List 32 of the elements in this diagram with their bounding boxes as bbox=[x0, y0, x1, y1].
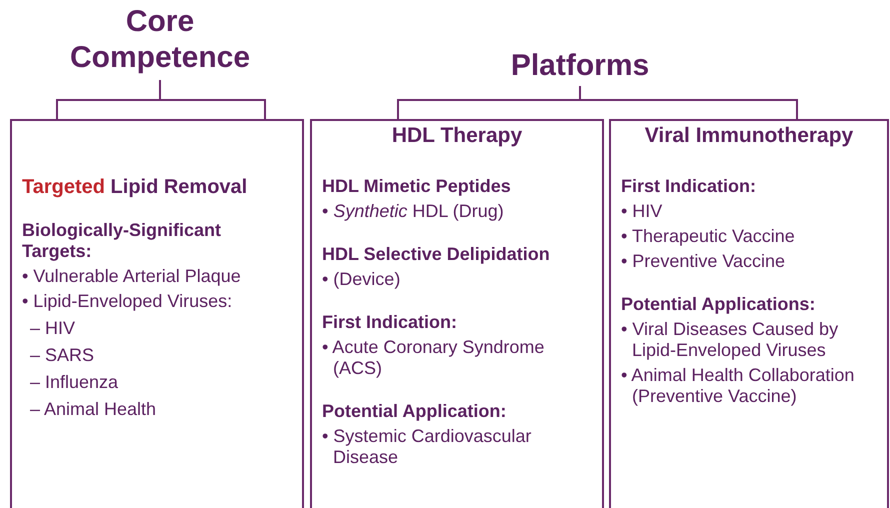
bullet-item: • HIV bbox=[621, 201, 664, 222]
bullet-item: • (Device) bbox=[322, 269, 402, 290]
subheading: HDL Mimetic Peptides bbox=[322, 176, 512, 197]
bullet-item: • Viral Diseases Caused by Lipid-Enveloped Viruses bbox=[621, 319, 840, 361]
bullet-item: • Therapeutic Vaccine bbox=[621, 226, 796, 247]
bullet-item: • Lipid-Enveloped Viruses: bbox=[22, 291, 234, 312]
sub-bullet-item: – SARS bbox=[29, 345, 96, 366]
sub-bullet-item: – Animal Health bbox=[29, 399, 158, 420]
panel-heading: HDL Therapy bbox=[390, 125, 524, 146]
panel-heading: Targeted Lipid Removal bbox=[22, 177, 248, 198]
sub-bullet-item: – Influenza bbox=[29, 372, 120, 393]
bracket-connector bbox=[579, 86, 798, 119]
subheading: Potential Applications: bbox=[621, 294, 816, 315]
bullet-item: • Vulnerable Arterial Plaque bbox=[22, 266, 242, 287]
platform-panel bbox=[10, 119, 304, 508]
subheading: First Indication: bbox=[322, 312, 458, 333]
subheading: HDL Selective Delipidation bbox=[322, 244, 551, 265]
platform-panel bbox=[310, 119, 604, 508]
subheading: First Indication: bbox=[621, 176, 757, 197]
subheading: Biologically-Significant Targets: bbox=[22, 220, 222, 262]
bullet-item: • Animal Health Collaboration (Preventive Vaccine) bbox=[621, 365, 856, 407]
bullet-item: • Systemic Cardiovascular Disease bbox=[322, 426, 532, 468]
section-heading: Core Competence bbox=[40, 4, 280, 76]
bullet-item: • Preventive Vaccine bbox=[621, 251, 786, 272]
bullet-item: • Acute Coronary Syndrome (ACS) bbox=[322, 337, 546, 379]
bracket-connector bbox=[56, 79, 266, 120]
platform-panel bbox=[609, 119, 889, 508]
section-heading: Platforms bbox=[480, 48, 680, 84]
subheading: Potential Application: bbox=[322, 401, 508, 422]
sub-bullet-item: – HIV bbox=[29, 318, 76, 339]
bullet-item: • Synthetic HDL (Drug) bbox=[322, 201, 505, 222]
panel-heading: Viral Immunotherapy bbox=[644, 125, 854, 146]
